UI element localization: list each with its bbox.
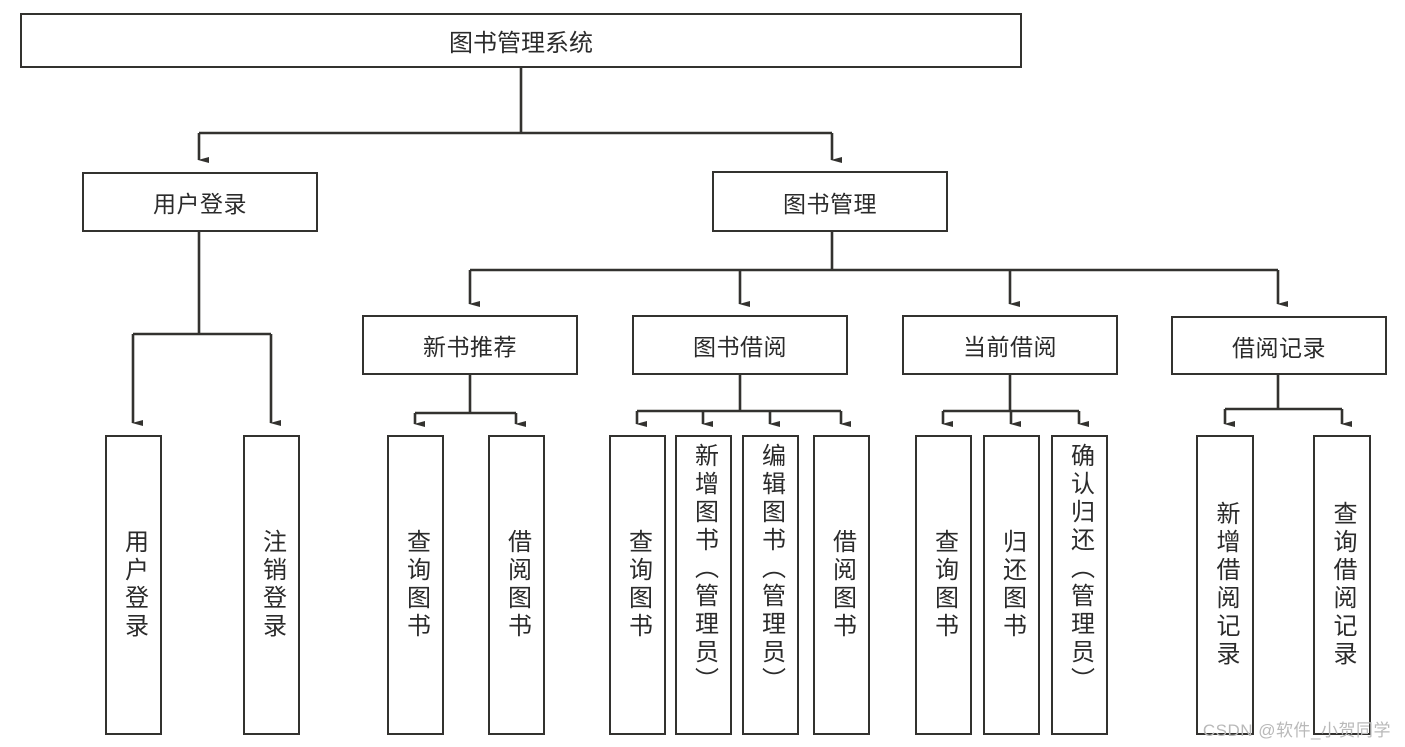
watermark-text: CSDN @软件_小贺同学 [1202,721,1391,740]
leaf-book-borrow-0[interactable]: 查询图书 [609,435,666,735]
node-user-login[interactable]: 用户登录 [82,172,318,232]
node-current-borrow[interactable]: 当前借阅 [902,315,1118,375]
leaf-label: 查询图书 [624,529,652,641]
leaf-label: 新增借阅记录 [1212,501,1239,669]
node-book-borrow[interactable]: 图书借阅 [632,315,848,375]
leaf-borrow-record-0[interactable]: 新增借阅记录 [1196,435,1254,735]
node-new-book-rec-label: 新书推荐 [423,334,517,360]
leaf-book-borrow-1[interactable]: 新增图书（管理员） [675,435,732,735]
node-root[interactable]: 图书管理系统 [20,13,1022,68]
leaf-label: 借阅图书 [828,529,856,641]
node-root-label: 图书管理系统 [449,30,593,57]
leaf-label: 编辑图书（管理员） [757,443,785,695]
leaf-borrow-record-1[interactable]: 查询借阅记录 [1313,435,1371,735]
leaf-user-login-0[interactable]: 用户登录 [105,435,162,735]
leaf-new-book-rec-1[interactable]: 借阅图书 [488,435,545,735]
leaf-label: 借阅图书 [503,529,531,641]
leaf-current-borrow-1[interactable]: 归还图书 [983,435,1040,735]
leaf-label: 注销登录 [258,529,286,641]
leaf-label: 查询图书 [930,529,958,641]
leaf-label: 用户登录 [120,529,148,641]
leaf-new-book-rec-0[interactable]: 查询图书 [387,435,444,735]
leaf-book-borrow-2[interactable]: 编辑图书（管理员） [742,435,799,735]
leaf-label: 确认归还（管理员） [1066,443,1094,695]
leaf-label: 查询借阅记录 [1329,501,1356,669]
node-new-book-rec[interactable]: 新书推荐 [362,315,578,375]
node-user-login-label: 用户登录 [153,191,247,217]
node-borrow-record[interactable]: 借阅记录 [1171,316,1387,375]
node-book-manage[interactable]: 图书管理 [712,171,948,232]
node-current-borrow-label: 当前借阅 [963,334,1057,360]
node-book-borrow-label: 图书借阅 [693,334,787,360]
leaf-label: 查询图书 [402,529,430,641]
leaf-current-borrow-2[interactable]: 确认归还（管理员） [1051,435,1108,735]
leaf-user-login-1[interactable]: 注销登录 [243,435,300,735]
node-borrow-record-label: 借阅记录 [1232,334,1326,361]
leaf-label: 新增图书（管理员） [690,443,718,695]
node-book-manage-label: 图书管理 [783,190,877,217]
leaf-book-borrow-3[interactable]: 借阅图书 [813,435,870,735]
leaf-label: 归还图书 [998,529,1026,641]
leaf-current-borrow-0[interactable]: 查询图书 [915,435,972,735]
